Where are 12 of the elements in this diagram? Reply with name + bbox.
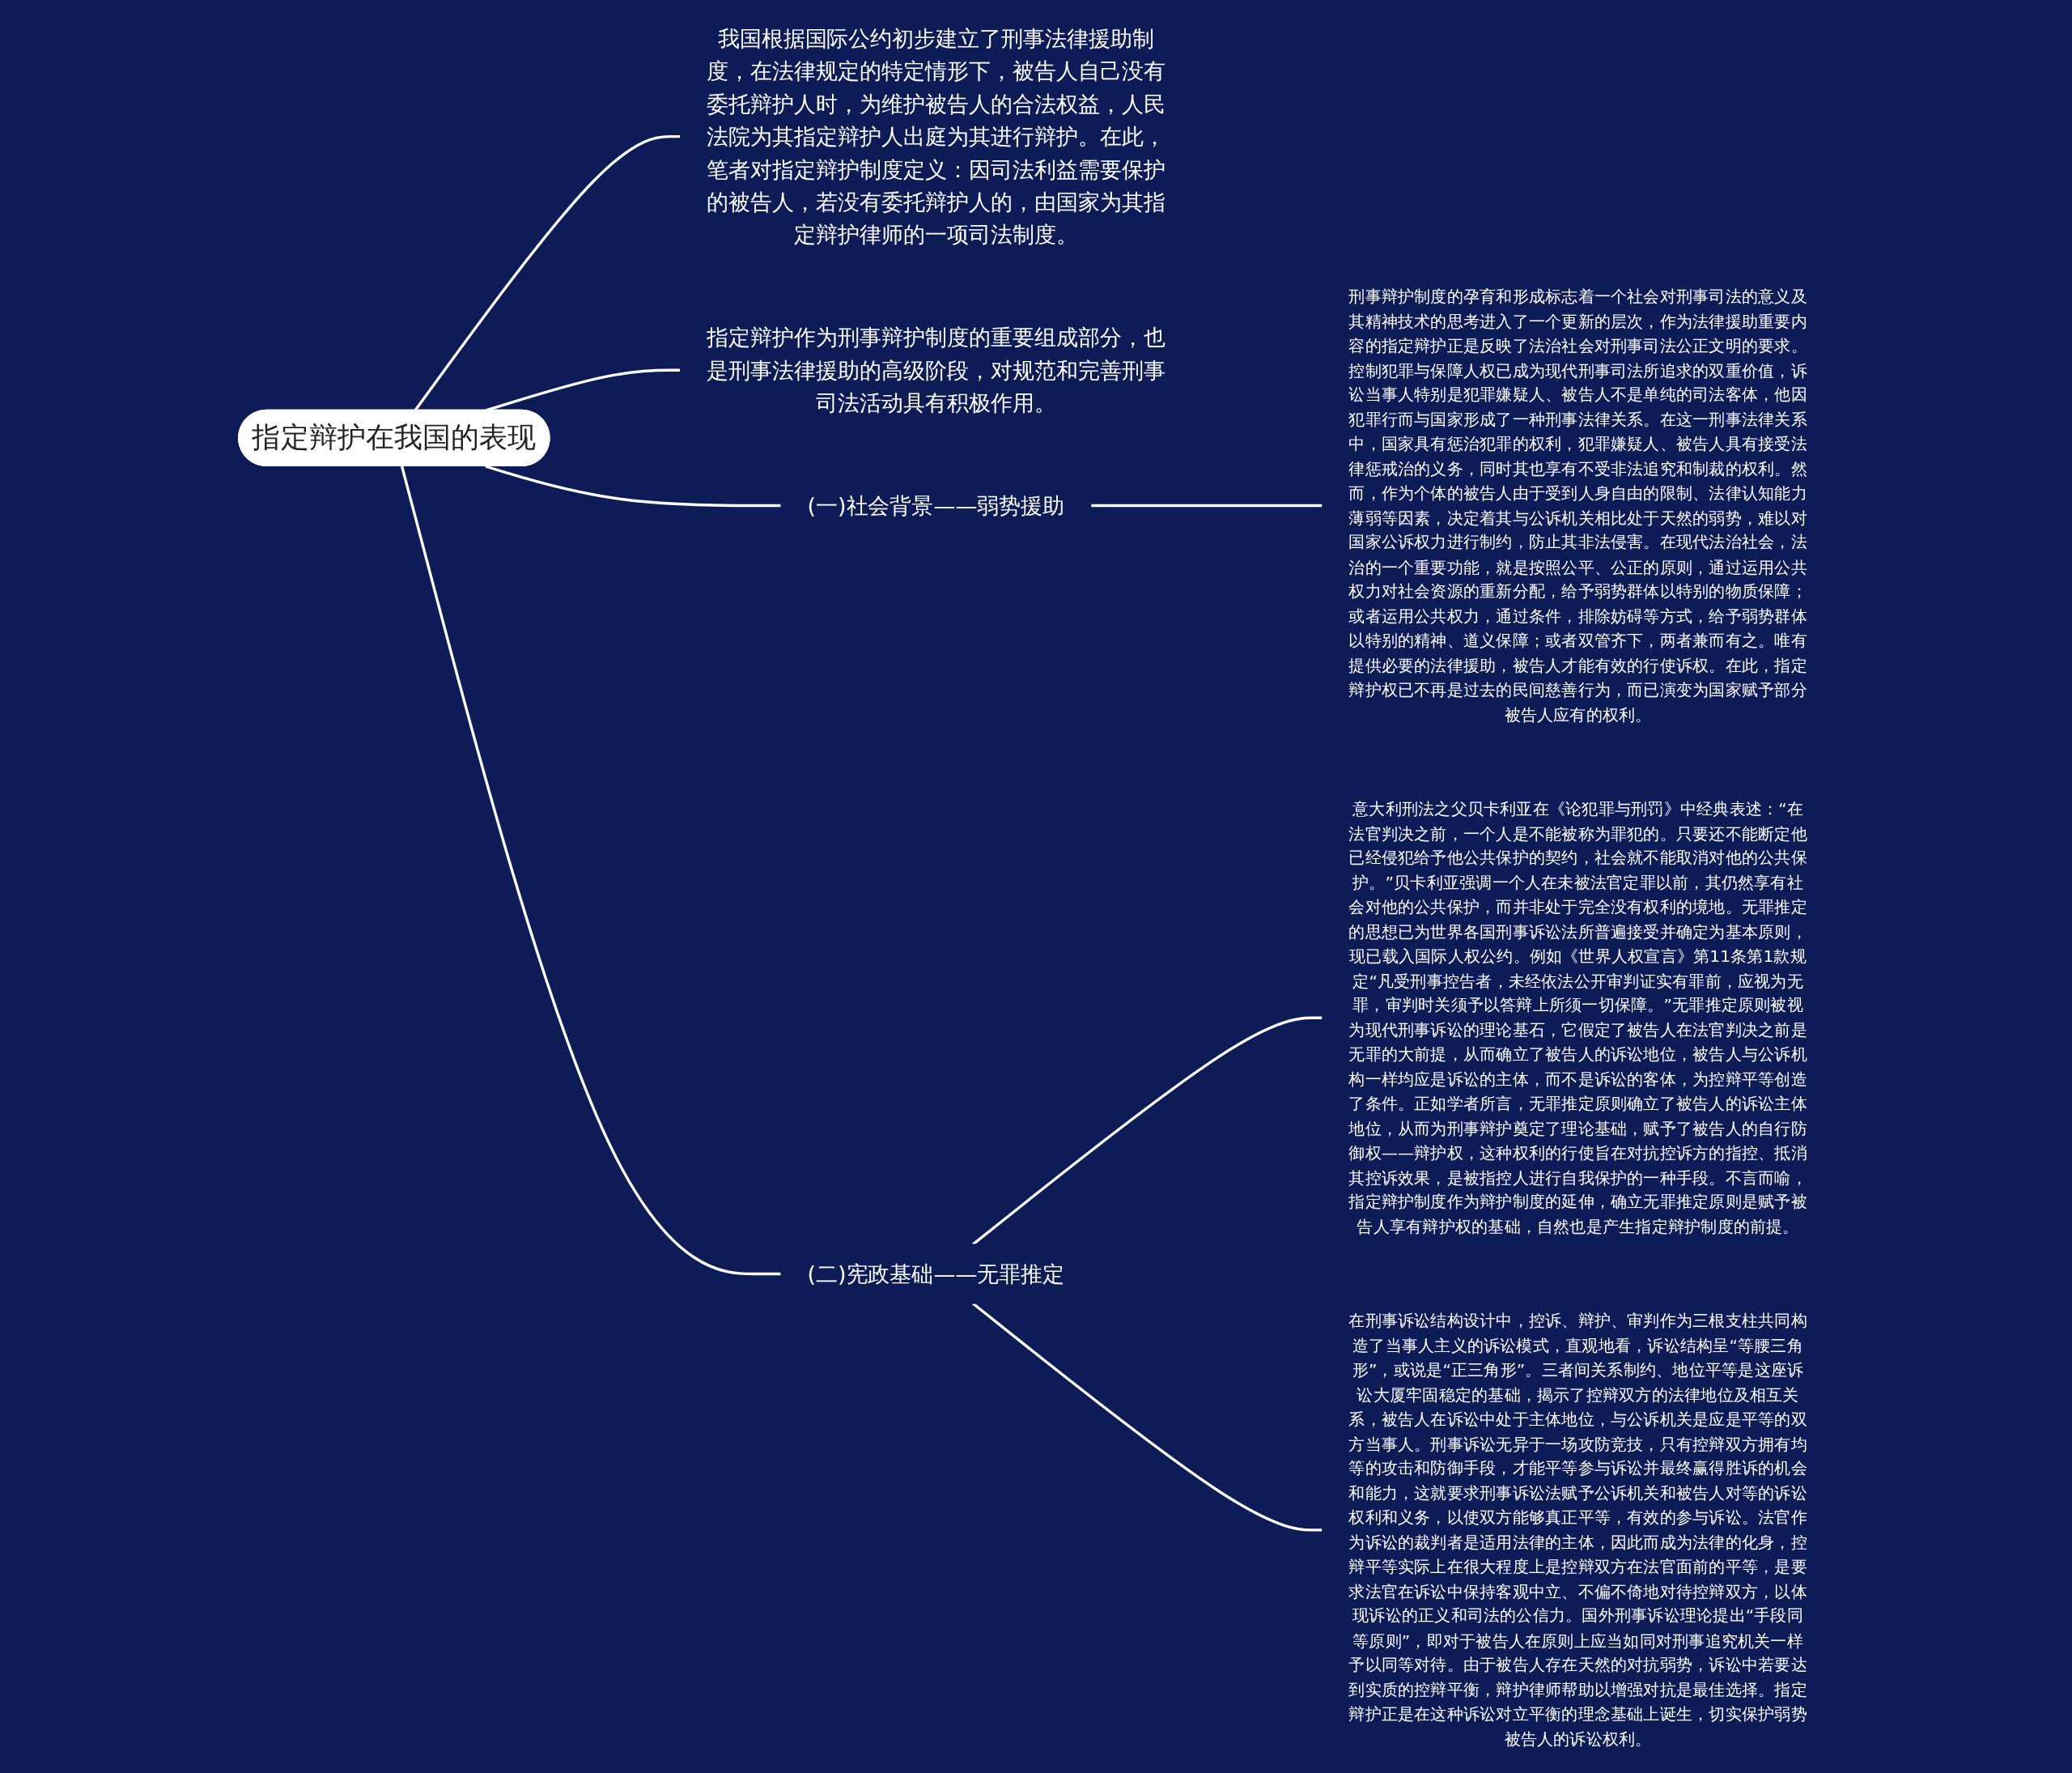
node-text: 在刑事诉讼结构设计中，控诉、辩护、审判作为三根支柱共同构造了当事人主义的诉讼模式，直观地看，诉讼结构呈“等腰三角形”，或说是“正三角形”。三者间关系制约、地位平等是这座诉讼大厦牢固稳定的基础，揭示了控辩双方的法律地位及相互关系，被告人在诉讼中处于主体地位，与公诉机关是应是平等的双方当事人。刑事诉讼无异于一场攻防竞技，只有控辩双方拥有均等的攻击和防御手段，才能平等参与诉讼并最终赢得胜诉的机会和能力，这就要求刑事诉讼法赋予公诉机关和被告人对等的诉讼权利和义务，以使双方能够真正平等，有效的参与诉讼。法官作为诉讼的裁判者是适用法律的主体，因此而成为法律的化身，控辩平等实际上在很大程度上是控辩双方在法官面前的平等，是要求法官在诉讼中保持客观中立、不偏不倚地对待控辩双方，以体现诉讼的正义和司法的公信力。国外刑事诉讼理论提出“手段同等原则”，即对于被告人在原则上应当如同对刑事追究机关一样予以同等对待。由于被告人存在天然的对抗弱势，诉讼中若要达到实质的控辩平衡，辩护律师帮助以增强对抗是最佳选择。指定辩护正是在这种诉讼对立平衡的理念基础上诞生，切实保护弱势被告人的诉讼权利。 — [1348, 1311, 1807, 1749]
node-text: 我国根据国际公约初步建立了刑事法律援助制度，在法律规定的特定情形下，被告人自己没有委托辩护人时，为维护被告人的合法权益，人民法院为其指定辩护人出庭为其进行辩护。在此，笔者对指定辩护制度定义：因司法利益需要保护的被告人，若没有委托辩护人的，由国家为其指定辩护律师的一项司法制度。 — [707, 25, 1166, 249]
connector — [972, 1016, 1323, 1246]
node-text: 指定辩护作为刑事辩护制度的重要组成部分，也是刑事法律援助的高级阶段，对规范和完善刑事司法活动具有积极作用。 — [707, 324, 1166, 416]
connector — [1090, 504, 1323, 508]
node-text: 刑事辩护制度的孕育和形成标志着一个社会对刑事司法的意义及其精神技术的思考进入了一个更新的层次，作为法律援助重要内容的指定辩护正是反映了法治社会对刑事司法公正文明的要求。控制犯罪与保障人权已成为现代刑事司法所追求的双重价值，诉讼当事人特别是犯罪嫌疑人、被告人不是单纯的司法客体，他因犯罪行而与国家形成了一种刑事法律关系。在这一刑事法律关系中，国家具有惩治犯罪的权利，犯罪嫌疑人、被告人具有接受法律惩戒治的义务，同时其也享有不受非法追究和制裁的权利。然而，作为个体的被告人由于受到人身自由的限制、法律认知能力薄弱等因素，决定着其与公诉机关相比处于天然的弱势，难以对国家公诉权力进行制约，防止其非法侵害。在现代法治社会，法治的一个重要功能，就是按照公平、公正的原则，通过运用公共权力对社会资源的重新分配，给予弱势群体以特别的物质保障；或者运用公共权力，通过条件，排除妨碍等方式，给予弱势群体以特别的精神、道义保障；或者双管齐下，两者兼而有之。唯有提供必要的法律援助，被告人才能有效的行使诉权。在此，指定辩护权已不再是过去的民间慈善行为，而已演变为国家赋予部分被告人应有的权利。 — [1348, 287, 1807, 725]
node-text: (一)社会背景——弱势援助 — [807, 492, 1065, 519]
node-text: 意大利刑法之父贝卡利亚在《论犯罪与刑罚》中经典表述：“在法官判决之前，一个人是不能被称为罪犯的。只要还不能断定他已经侵犯给予他公共保护的契约，社会就不能取消对他的公共保护。”贝卡利亚强调一个人在未被法官定罪以前，其仍然享有社会对他的公共保护，而并非处于完全没有权利的境地。无罪推定的思想已为世界各国刑事诉讼法所普遍接受并确定为基本原则，现已载入国际人权公约。例如《世界人权宣言》第11条第1款规定“凡受刑事控告者，未经依法公开审判证实有罪前，应视为无罪，审判时关须予以答辩上所须一切保障。”无罪推定原则被视为现代刑事诉讼的理论基石，它假定了被告人在法官判决之前是无罪的大前提，从而确立了被告人的诉讼地位，被告人与公诉机构一样均应是诉讼的主体，而不是诉讼的客体，为控辩平等创造了条件。正如学者所言，无罪推定原则确立了被告人的诉讼主体地位，从而为刑事辩护奠定了理论基础，赋予了被告人的自行防御权——辩护权，这种权利的行使旨在对抗控诉方的指控、抵消其控诉效果，是被指控人进行自我保护的一种手段。不言而喻，指定辩护制度作为辩护制度的延伸，确立无罪推定原则是赋予被告人享有辩护权的基础，自然也是产生指定辩护制度的前提。 — [1348, 798, 1807, 1236]
connector — [485, 465, 782, 508]
connector — [972, 1302, 1323, 1532]
node-text: (二)宪政基础——无罪推定 — [807, 1261, 1065, 1287]
connector — [400, 466, 782, 1276]
